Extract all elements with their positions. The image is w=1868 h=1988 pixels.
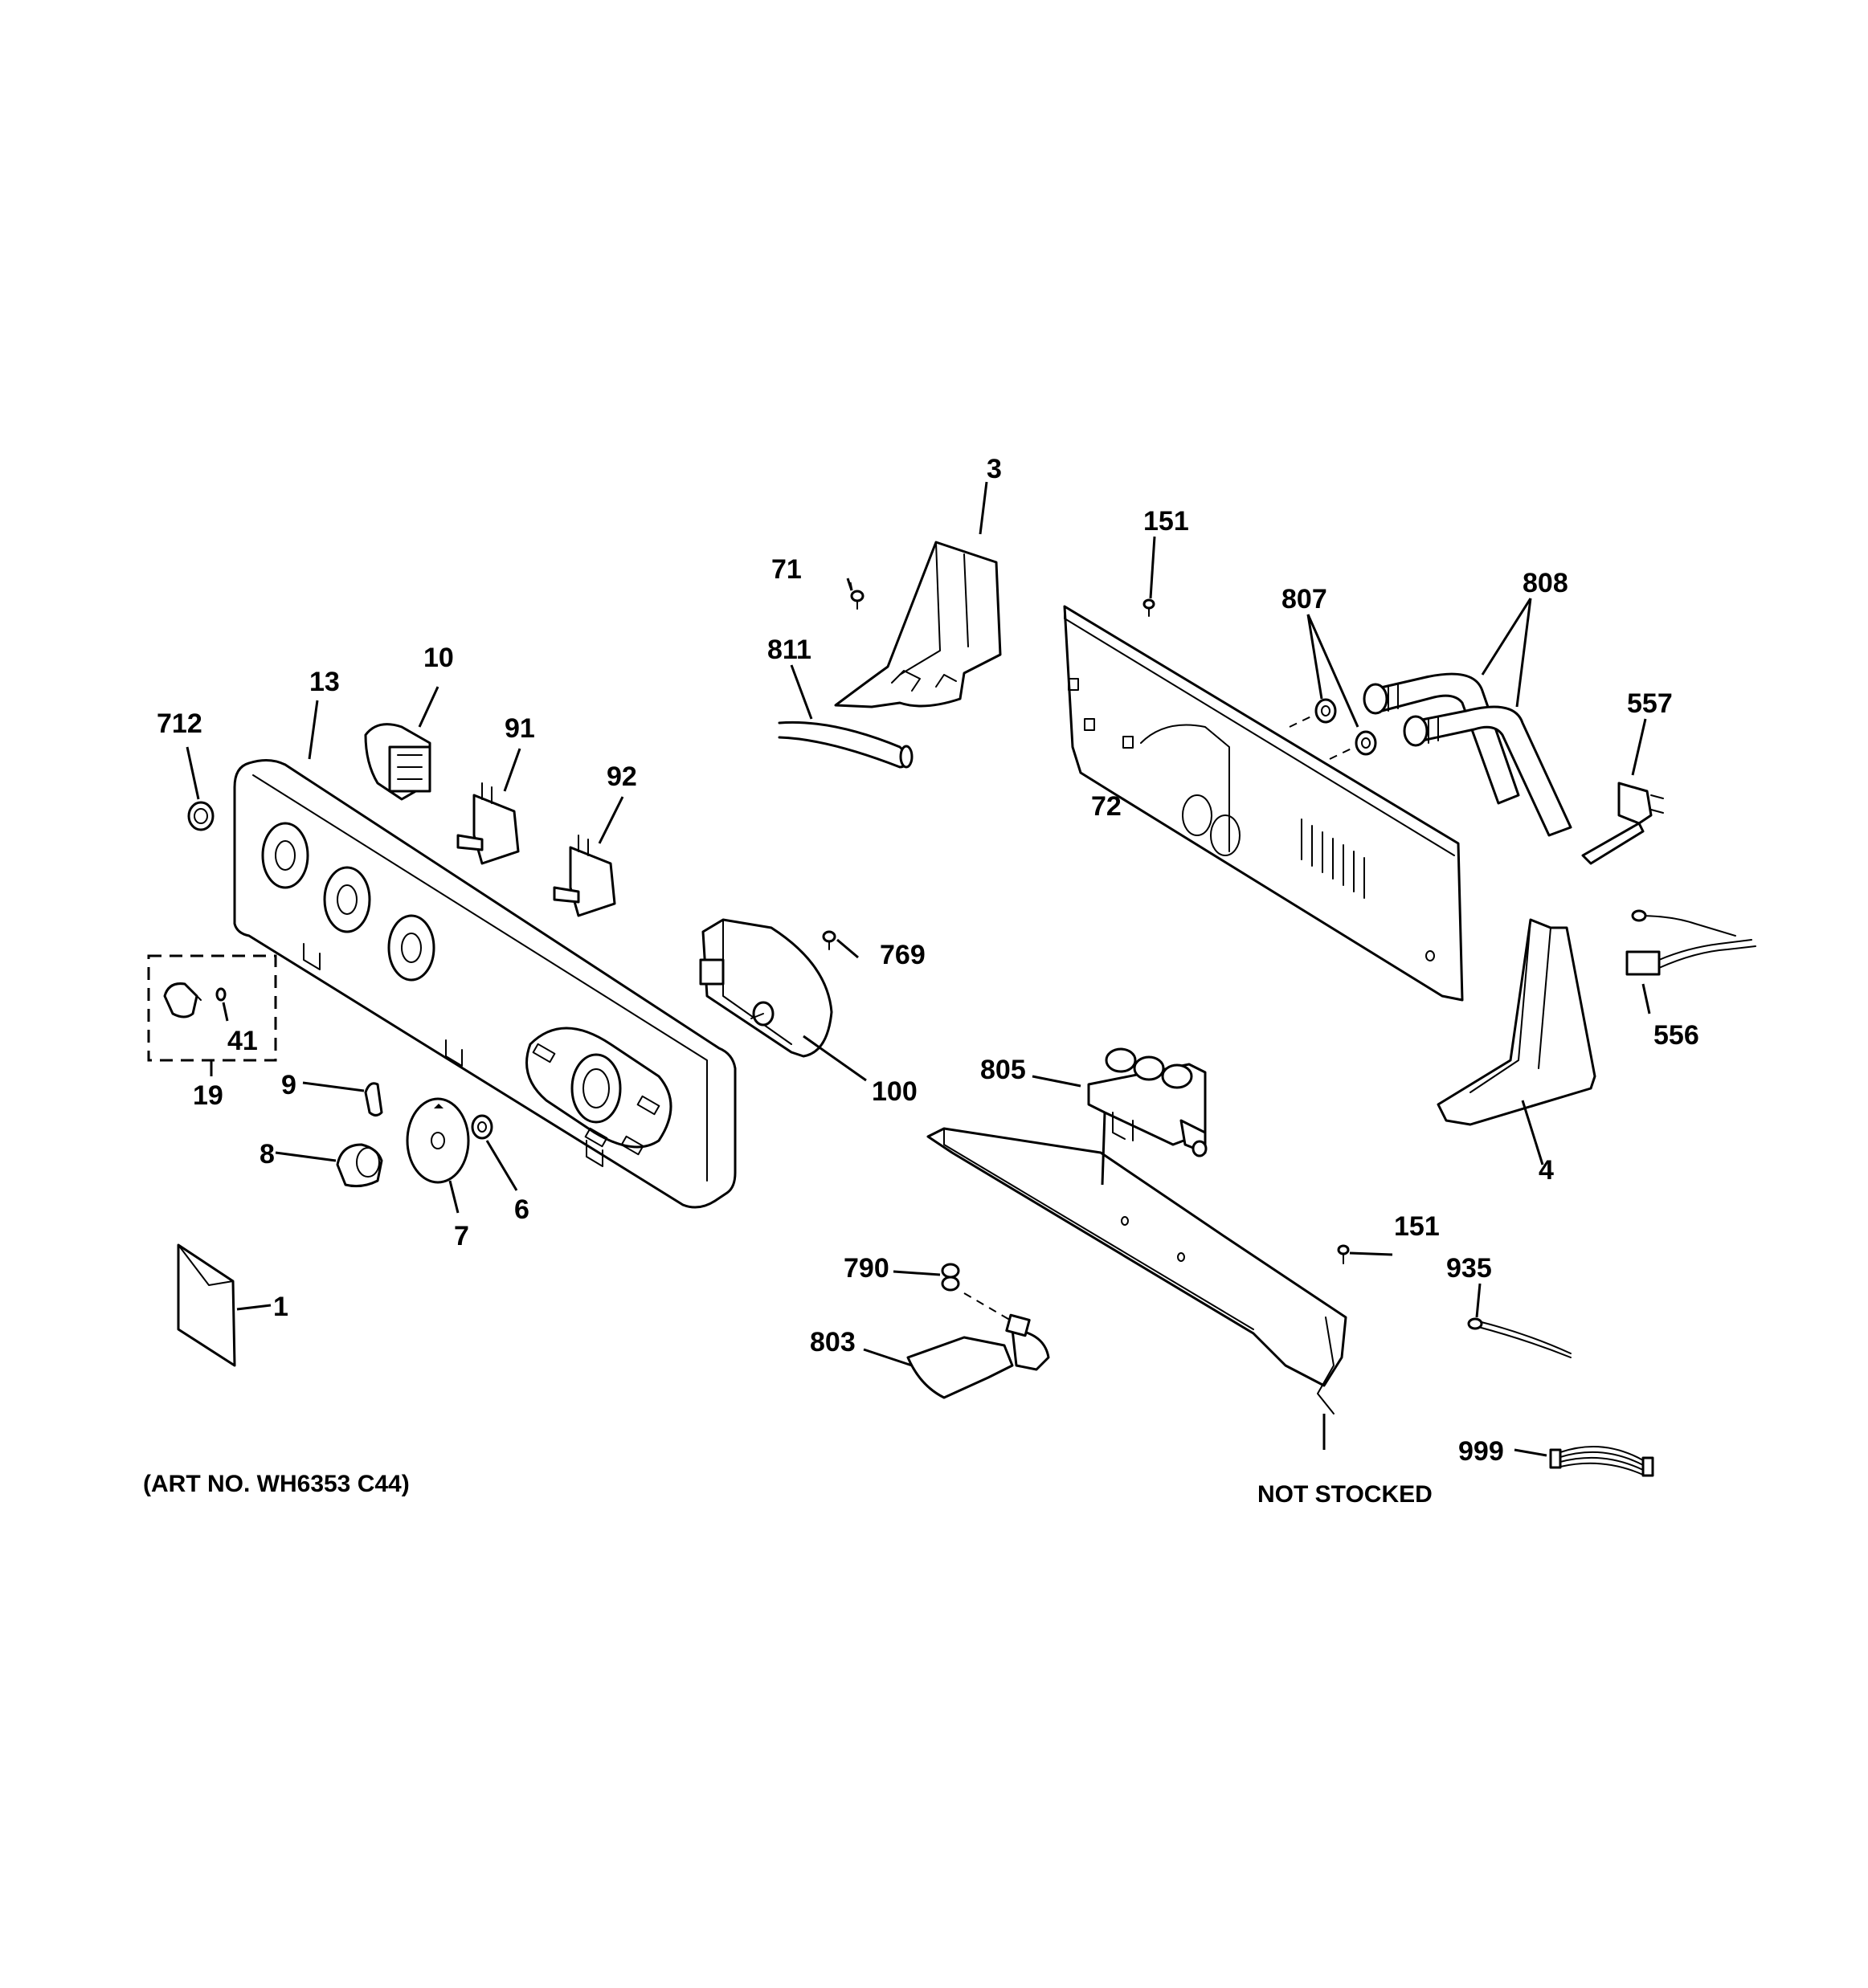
part-switch-92 [553,835,616,917]
callout-8: 8 [260,1139,275,1170]
callout-92: 92 [607,761,637,792]
part-dial [406,1097,470,1184]
art-number-caption: (ART NO. WH6353 C44) [143,1471,410,1497]
leader-lines [186,481,1651,1457]
callout-712: 712 [157,708,202,739]
callout-1: 1 [273,1292,288,1322]
callout-811: 811 [767,635,811,665]
callout-808: 808 [1523,568,1568,598]
part-hose-811 [778,720,914,769]
vent-slots [1301,818,1365,899]
part-washers [1289,698,1377,760]
callout-10: 10 [423,643,454,673]
part-cord-557 [1581,782,1664,865]
callout-790: 790 [844,1253,889,1284]
callout-72: 72 [1091,791,1122,822]
callout-3: 3 [987,454,1002,484]
callout-labels: 1 3 71 811 151 807 808 557 72 769 556 10… [157,454,1699,1508]
part-harness-999 [1549,1445,1654,1477]
callout-100: 100 [872,1076,918,1107]
callout-151-bottom: 151 [1394,1211,1440,1242]
callout-769: 769 [880,940,926,970]
part-screw-769 [822,930,836,950]
callout-556: 556 [1653,1020,1699,1051]
callout-935: 935 [1446,1253,1492,1284]
part-bottom-tray [926,1127,1347,1414]
part-control-panel [233,759,737,1209]
part-screw-151-bottom [1337,1244,1350,1264]
callout-19: 19 [193,1080,223,1111]
callout-4: 4 [1539,1155,1554,1186]
part-pressure-switch [364,723,431,801]
part-knob [336,1143,383,1188]
part-bracket-4 [1437,918,1596,1126]
part-knob-kit [147,954,277,1062]
part-duct-803 [906,1313,1050,1399]
callout-803: 803 [810,1327,856,1357]
callout-807: 807 [1281,584,1327,614]
callout-557: 557 [1627,688,1673,719]
part-clip [364,1082,383,1116]
part-water-valve [1087,1047,1208,1157]
part-bracket-3 [834,541,1002,708]
part-clamp [941,1263,1013,1322]
part-screw-151-top [1142,598,1155,617]
part-harness-556 [1625,909,1756,976]
callout-999: 999 [1458,1436,1504,1467]
part-screw-71 [850,590,865,610]
part-switch-91 [456,782,520,865]
callout-7: 7 [454,1221,469,1251]
callout-805: 805 [980,1055,1026,1085]
callout-41: 41 [227,1026,258,1056]
callout-13: 13 [309,667,340,697]
callout-9: 9 [281,1070,296,1100]
part-nut [471,1114,493,1140]
part-timer [699,918,833,1058]
part-backsplash-panel [1063,605,1464,1002]
part-badge-712 [187,801,215,831]
part-inlet-hoses [1363,672,1572,837]
callout-91: 91 [505,713,535,744]
part-wire-935 [1467,1317,1572,1358]
part-literature-envelope [177,1243,236,1367]
callout-71: 71 [771,554,802,585]
callout-not-stocked: NOT STOCKED [1257,1481,1433,1508]
callout-6: 6 [514,1194,529,1225]
callout-151-top: 151 [1143,506,1189,537]
